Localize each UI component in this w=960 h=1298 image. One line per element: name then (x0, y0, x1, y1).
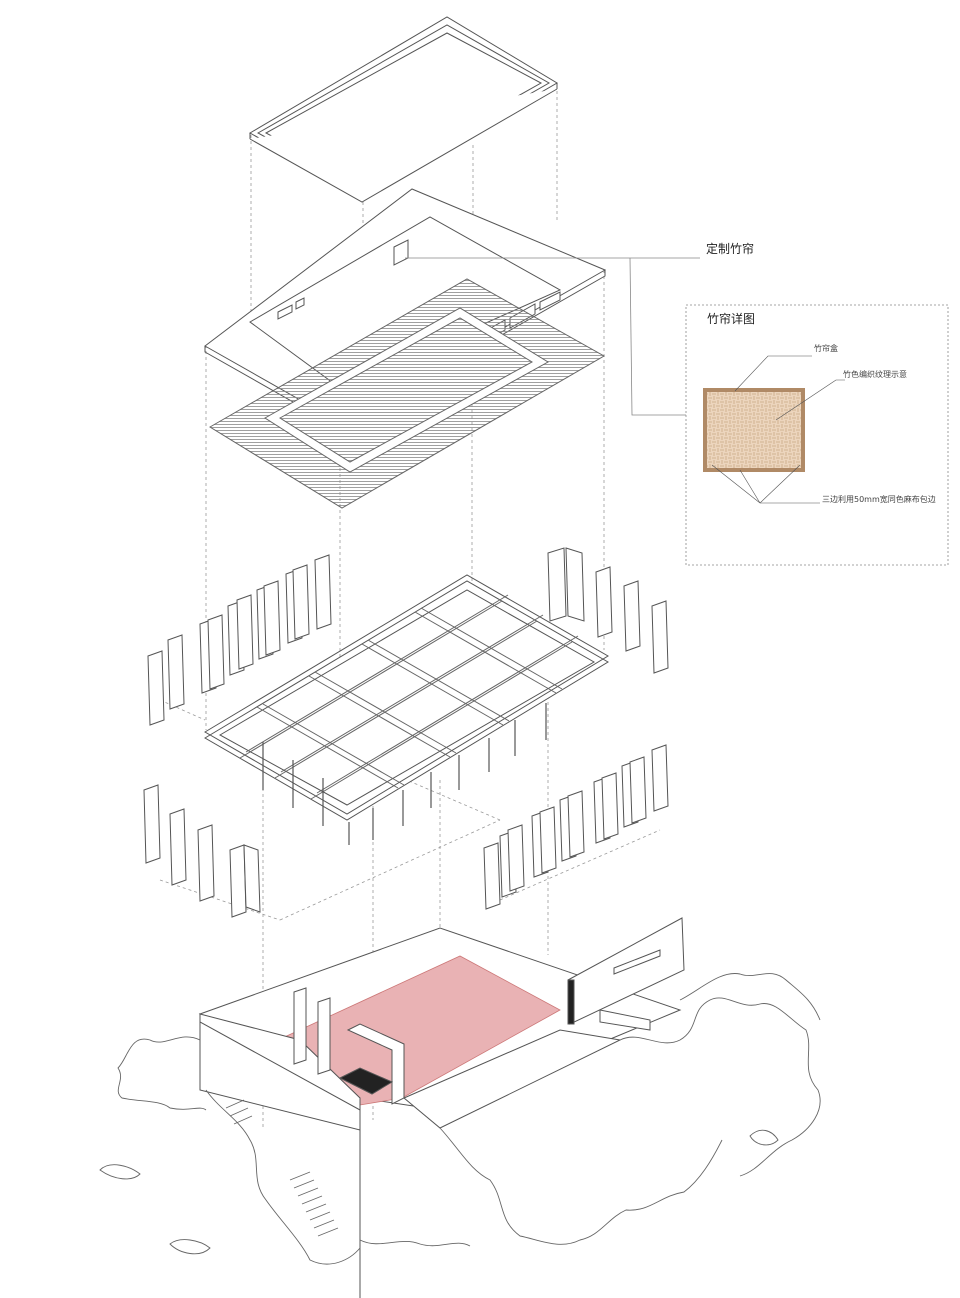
screen-panels-upper-right (547, 547, 669, 674)
callout-leader (405, 257, 700, 416)
weave-texture-label: 竹色编织纹理示意 (843, 370, 907, 379)
bamboo-ceiling-layer (209, 278, 606, 509)
stairs (225, 1099, 339, 1237)
curtain-detail-box (685, 304, 949, 566)
edge-binding-label: 三边利用50mm宽同色麻布包边 (822, 495, 936, 504)
detail-title: 竹帘详图 (707, 312, 756, 326)
steel-grid-frame (204, 574, 609, 821)
columns (262, 703, 547, 845)
landscape-outline (99, 973, 821, 1265)
screen-panels-upper-left (147, 554, 332, 726)
curtain-box-label: 竹帘盒 (814, 344, 838, 353)
roof-slab (248, 16, 558, 203)
ground-floor (198, 917, 685, 1298)
screen-panels-lower-left (143, 784, 261, 918)
custom-bamboo-curtain-label: 定制竹帘 (706, 242, 755, 256)
screen-panels-lower-right (483, 744, 669, 910)
